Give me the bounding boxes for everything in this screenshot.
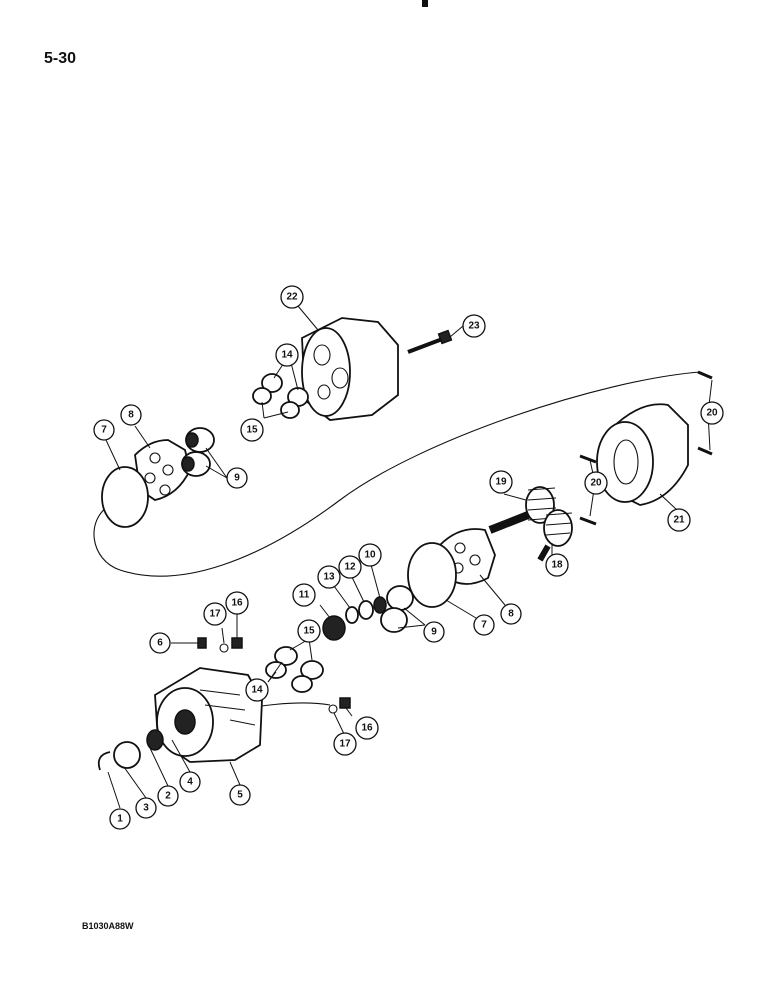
svg-text:10: 10 [364,550,376,561]
drive-gear-shaft [488,486,557,534]
svg-text:9: 9 [234,473,240,484]
svg-text:23: 23 [468,321,480,332]
callout-8-lower: 8 [500,603,522,625]
callout-8-upper: 8 [120,404,142,426]
callout-16-upper: 16 [225,591,249,615]
routing-line [93,371,701,577]
snap-ring [97,751,111,771]
callout-15-lower: 15 [297,619,321,643]
callout-17-upper: 17 [203,602,227,626]
callout-14-upper: 14 [275,343,299,367]
page-number: 5-30 [44,50,77,67]
svg-text:19: 19 [495,477,507,488]
svg-text:11: 11 [299,590,310,601]
callout-19: 19 [489,470,513,494]
callout-12: 12 [338,555,362,579]
shaft-seal [146,729,164,751]
front-housing [154,667,263,763]
svg-text:15: 15 [246,425,258,436]
callout-18: 18 [545,553,569,577]
svg-text:17: 17 [209,609,221,620]
svg-text:1: 1 [117,814,123,825]
svg-text:8: 8 [128,410,134,421]
callout-21: 21 [667,508,691,532]
svg-text:2: 2 [165,791,171,802]
svg-text:16: 16 [231,598,243,609]
svg-text:17: 17 [339,739,351,750]
callout-5: 5 [229,784,251,806]
svg-text:7: 7 [481,620,487,631]
upper-o-rings [252,373,309,419]
svg-text:7: 7 [101,425,107,436]
plug-lower [339,697,351,709]
upper-bushings [181,427,215,477]
upper-seal-ring [101,466,149,528]
figure-code: B1030A88W [82,921,134,931]
callout-11: 11 [292,583,316,607]
spring [197,637,207,649]
svg-text:12: 12 [344,562,356,573]
callout-22: 22 [280,285,304,309]
callout-23: 23 [462,314,486,338]
callout-1: 1 [109,808,131,830]
top-edge-mark [422,0,428,7]
bolt [407,329,453,354]
svg-text:8: 8 [508,609,514,620]
gear-housing-body [596,403,689,506]
callout-7-upper: 7 [93,419,115,441]
lower-o-rings [265,646,324,693]
callout-14-lower: 14 [245,678,269,702]
svg-text:4: 4 [187,777,193,788]
callout-16-lower: 16 [355,716,379,740]
svg-text:18: 18 [551,560,563,571]
callout-9-lower: 9 [423,621,445,643]
cover-housing [301,317,399,421]
callout-9-upper: 9 [226,467,248,489]
callout-2: 2 [157,785,179,807]
callout-4: 4 [179,771,201,793]
check-ball-upper [219,643,229,653]
svg-text:20: 20 [706,408,718,419]
callout-10: 10 [358,543,382,567]
svg-text:6: 6 [157,638,163,649]
plug-upper [231,637,243,649]
callout-15-upper: 15 [240,418,264,442]
svg-text:15: 15 [303,626,315,637]
lower-bushings [380,585,414,633]
seal-retainer [113,741,141,769]
svg-text:14: 14 [281,350,293,361]
shaft-seals-and-rings [322,596,387,641]
callout-17-lower: 17 [333,732,357,756]
svg-text:13: 13 [323,572,335,583]
callout-20-left: 20 [584,471,608,495]
svg-text:9: 9 [431,627,437,638]
svg-text:20: 20 [590,478,602,489]
svg-text:5: 5 [237,790,243,801]
check-ball-lower [328,704,338,714]
callout-13: 13 [317,565,341,589]
svg-text:14: 14 [251,685,263,696]
svg-text:22: 22 [286,292,298,303]
dowel-pins [579,370,713,526]
svg-text:21: 21 [673,515,685,526]
callout-7-lower: 7 [473,614,495,636]
callout-6: 6 [149,632,171,654]
lower-seal-ring [407,542,457,608]
svg-text:3: 3 [143,803,149,814]
callout-3: 3 [135,797,157,819]
svg-text:16: 16 [361,723,373,734]
callout-20-right: 20 [700,401,724,425]
driven-gear [537,509,573,562]
